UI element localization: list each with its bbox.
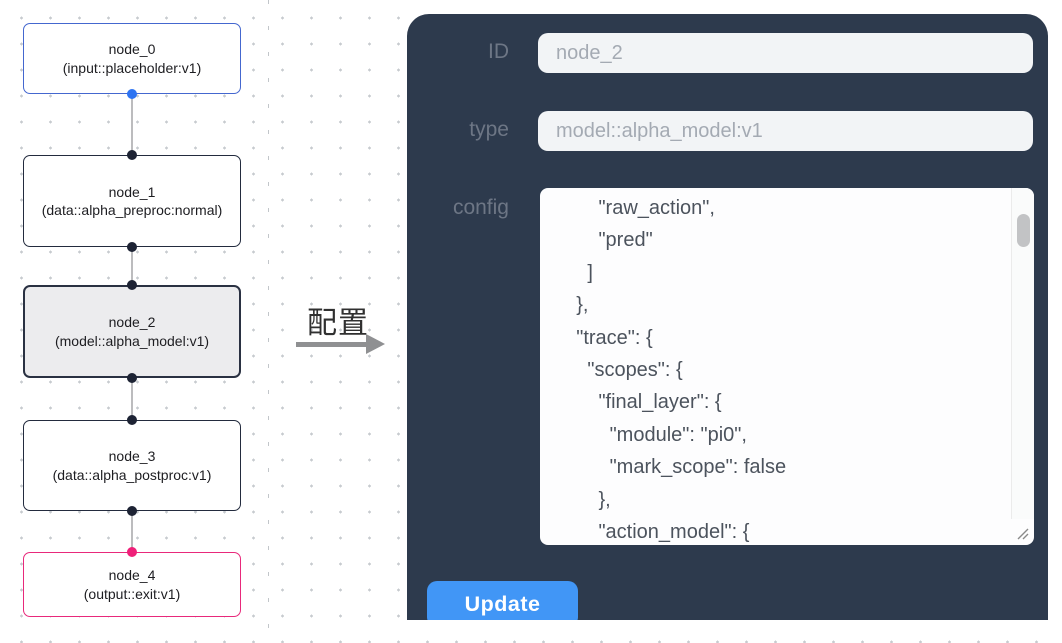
edge-node1-node2 <box>131 247 133 285</box>
node-label: node_1 <box>108 183 156 200</box>
node-node_0[interactable]: node_0 (input::placeholder:v1) <box>23 23 241 94</box>
edge-node0-node1 <box>131 94 133 155</box>
config-scrollbar-thumb[interactable] <box>1017 214 1030 247</box>
type-input[interactable] <box>538 111 1033 151</box>
config-textarea[interactable]: "raw_action", "pred" ] }, "trace": { "sc… <box>540 188 1034 545</box>
node-node_4[interactable]: node_4 (output::exit:v1) <box>23 552 241 617</box>
port-node2-in[interactable] <box>127 280 137 290</box>
right-arrow-head-icon <box>366 334 385 354</box>
node-type: (output::exit:v1) <box>83 585 181 602</box>
node-node_3[interactable]: node_3 (data::alpha_postproc:v1) <box>23 420 241 511</box>
node-type: (data::alpha_postproc:v1) <box>52 466 212 483</box>
node-label: node_3 <box>108 448 156 465</box>
port-node0-out[interactable] <box>127 89 137 99</box>
config-scrollbar-track[interactable] <box>1011 188 1034 519</box>
node-type: (model::alpha_model:v1) <box>54 332 210 349</box>
update-button[interactable]: Update <box>427 581 578 620</box>
port-node1-in[interactable] <box>127 150 137 160</box>
id-input[interactable] <box>538 33 1033 73</box>
configure-label: 配置 <box>307 307 369 340</box>
node-node_1[interactable]: node_1 (data::alpha_preproc:normal) <box>23 155 241 247</box>
id-field-label: ID <box>488 40 509 63</box>
type-field-label: type <box>469 118 509 141</box>
port-node4-in[interactable] <box>127 547 137 557</box>
edge-node2-node3 <box>131 378 133 420</box>
port-node3-in[interactable] <box>127 415 137 425</box>
right-arrow-icon <box>296 342 368 347</box>
config-json-text[interactable]: "raw_action", "pred" ] }, "trace": { "sc… <box>576 197 787 544</box>
node-label: node_0 <box>108 41 156 58</box>
node-node_2[interactable]: node_2 (model::alpha_model:v1) <box>23 285 241 378</box>
port-node2-out[interactable] <box>127 373 137 383</box>
node-label: node_2 <box>108 314 156 331</box>
node-type: (data::alpha_preproc:normal) <box>41 202 223 218</box>
config-field-label: config <box>452 196 509 219</box>
node-label: node_4 <box>108 567 156 584</box>
canvas-boundary-line <box>268 0 269 643</box>
port-node1-out[interactable] <box>127 242 137 252</box>
port-node3-out[interactable] <box>127 506 137 516</box>
textarea-resize-handle-icon[interactable] <box>1015 526 1031 542</box>
node-type: (input::placeholder:v1) <box>62 59 202 76</box>
config-panel: ID type config "raw_action", "pred" ] },… <box>407 14 1048 620</box>
edge-node3-node4 <box>131 511 133 552</box>
